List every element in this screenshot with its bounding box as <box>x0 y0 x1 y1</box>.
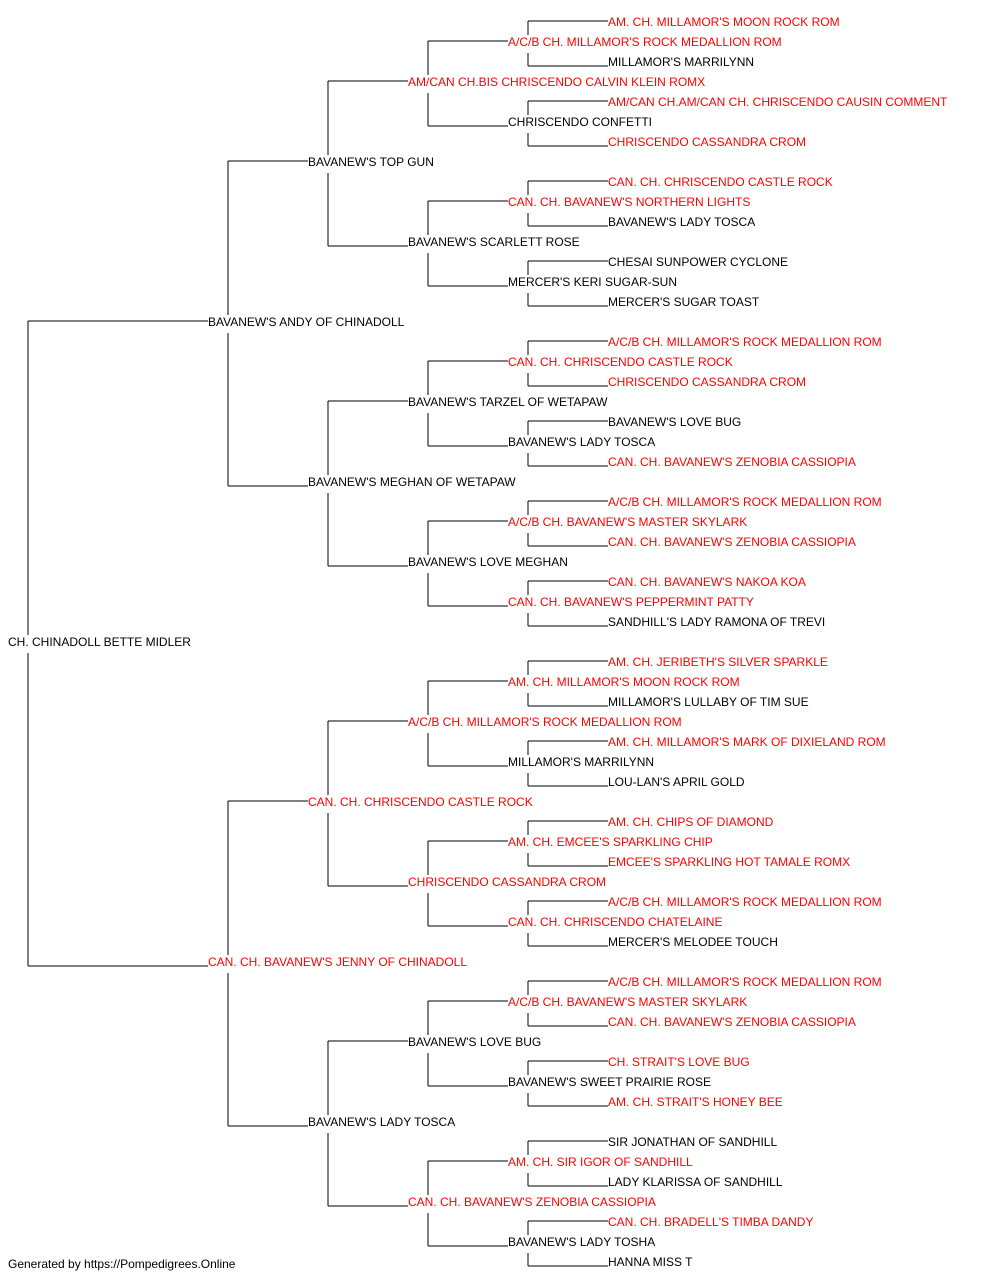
ancestor-name: BAVANEW'S LADY TOSHA <box>508 1235 655 1249</box>
ancestor-name: BAVANEW'S LOVE MEGHAN <box>408 555 568 569</box>
ancestor-name: CAN. CH. CHRISCENDO CASTLE ROCK <box>508 355 733 369</box>
ancestor-name: AM. CH. MILLAMOR'S MARK OF DIXIELAND ROM <box>608 735 886 749</box>
ancestor-name: AM. CH. EMCEE'S SPARKLING CHIP <box>508 835 713 849</box>
ancestor-name: AM/CAN CH.BIS CHRISCENDO CALVIN KLEIN RO… <box>408 75 705 89</box>
ancestor-name: CAN. CH. CHRISCENDO CASTLE ROCK <box>608 175 833 189</box>
subject-dog-name: CH. CHINADOLL BETTE MIDLER <box>8 635 191 649</box>
ancestor-name: MILLAMOR'S LULLABY OF TIM SUE <box>608 695 809 709</box>
ancestor-name: BAVANEW'S MEGHAN OF WETAPAW <box>308 475 516 489</box>
ancestor-name: CH. STRAIT'S LOVE BUG <box>608 1055 750 1069</box>
ancestor-name: CAN. CH. BAVANEW'S JENNY OF CHINADOLL <box>208 955 467 969</box>
ancestor-name: A/C/B CH. MILLAMOR'S ROCK MEDALLION ROM <box>608 975 882 989</box>
ancestor-name: AM. CH. CHIPS OF DIAMOND <box>608 815 774 829</box>
ancestor-name: CHRISCENDO CASSANDRA CROM <box>608 135 806 149</box>
ancestor-name: CAN. CH. BRADELL'S TIMBA DANDY <box>608 1215 813 1229</box>
ancestor-name: MERCER'S MELODEE TOUCH <box>608 935 778 949</box>
ancestor-name: AM. CH. STRAIT'S HONEY BEE <box>608 1095 783 1109</box>
ancestor-name: BAVANEW'S SWEET PRAIRIE ROSE <box>508 1075 711 1089</box>
ancestor-name: CAN. CH. BAVANEW'S ZENOBIA CASSIOPIA <box>408 1195 656 1209</box>
ancestor-name: A/C/B CH. MILLAMOR'S ROCK MEDALLION ROM <box>608 495 882 509</box>
pedigree-labels: AM. CH. MILLAMOR'S MOON ROCK ROM MILLAMOR… <box>8 15 948 1269</box>
ancestor-name: AM. CH. MILLAMOR'S MOON ROCK ROM <box>608 15 840 29</box>
ancestor-name: BAVANEW'S LADY TOSCA <box>308 1115 455 1129</box>
ancestor-name: AM. CH. MILLAMOR'S MOON ROCK ROM <box>508 675 740 689</box>
ancestor-name: LADY KLARISSA OF SANDHILL <box>608 1175 783 1189</box>
ancestor-name: A/C/B CH. MILLAMOR'S ROCK MEDALLION ROM <box>608 335 882 349</box>
ancestor-name: CHRISCENDO CASSANDRA CROM <box>608 375 806 389</box>
ancestor-name: CHRISCENDO CONFETTI <box>508 115 652 129</box>
ancestor-name: HANNA MISS T <box>608 1255 693 1269</box>
ancestor-name: AM. CH. SIR IGOR OF SANDHILL <box>508 1155 693 1169</box>
ancestor-name: CAN. CH. BAVANEW'S ZENOBIA CASSIOPIA <box>608 535 856 549</box>
ancestor-name: CAN. CH. BAVANEW'S NORTHERN LIGHTS <box>508 195 750 209</box>
ancestor-name: BAVANEW'S SCARLETT ROSE <box>408 235 580 249</box>
ancestor-name: CAN. CH. BAVANEW'S NAKOA KOA <box>608 575 806 589</box>
ancestor-name: MERCER'S SUGAR TOAST <box>608 295 760 309</box>
ancestor-name: SIR JONATHAN OF SANDHILL <box>608 1135 777 1149</box>
pedigree-connectors <box>27 20 608 1267</box>
ancestor-name: LOU-LAN'S APRIL GOLD <box>608 775 745 789</box>
ancestor-name: A/C/B CH. MILLAMOR'S ROCK MEDALLION ROM <box>408 715 682 729</box>
ancestor-name: BAVANEW'S TOP GUN <box>308 155 434 169</box>
ancestor-name: AM. CH. JERIBETH'S SILVER SPARKLE <box>608 655 828 669</box>
ancestor-name: CAN. CH. BAVANEW'S ZENOBIA CASSIOPIA <box>608 1015 856 1029</box>
ancestor-name: A/C/B CH. BAVANEW'S MASTER SKYLARK <box>508 995 747 1009</box>
ancestor-name: AM/CAN CH.AM/CAN CH. CHRISCENDO CAUSIN C… <box>608 95 948 109</box>
generator-credit: Generated by https://Pompedigrees.Online <box>8 1257 236 1271</box>
ancestor-name: CHESAI SUNPOWER CYCLONE <box>608 255 788 269</box>
ancestor-name: MILLAMOR'S MARRILYNN <box>608 55 754 69</box>
ancestor-name: A/C/B CH. MILLAMOR'S ROCK MEDALLION ROM <box>508 35 782 49</box>
ancestor-name: CHRISCENDO CASSANDRA CROM <box>408 875 606 889</box>
ancestor-name: CAN. CH. CHRISCENDO CASTLE ROCK <box>308 795 533 809</box>
ancestor-name: MERCER'S KERI SUGAR-SUN <box>508 275 677 289</box>
ancestor-name: A/C/B CH. MILLAMOR'S ROCK MEDALLION ROM <box>608 895 882 909</box>
ancestor-name: BAVANEW'S LADY TOSCA <box>508 435 655 449</box>
ancestor-name: SANDHILL'S LADY RAMONA OF TREVI <box>608 615 825 629</box>
ancestor-name: BAVANEW'S ANDY OF CHINADOLL <box>208 315 405 329</box>
ancestor-name: A/C/B CH. BAVANEW'S MASTER SKYLARK <box>508 515 747 529</box>
ancestor-name: EMCEE'S SPARKLING HOT TAMALE ROMX <box>608 855 850 869</box>
ancestor-name: BAVANEW'S LOVE BUG <box>408 1035 541 1049</box>
ancestor-name: CAN. CH. BAVANEW'S ZENOBIA CASSIOPIA <box>608 455 856 469</box>
ancestor-name: CAN. CH. CHRISCENDO CHATELAINE <box>508 915 722 929</box>
ancestor-name: CAN. CH. BAVANEW'S PEPPERMINT PATTY <box>508 595 754 609</box>
ancestor-name: BAVANEW'S TARZEL OF WETAPAW <box>408 395 608 409</box>
ancestor-name: BAVANEW'S LOVE BUG <box>608 415 741 429</box>
ancestor-name: BAVANEW'S LADY TOSCA <box>608 215 755 229</box>
ancestor-name: MILLAMOR'S MARRILYNN <box>508 755 654 769</box>
